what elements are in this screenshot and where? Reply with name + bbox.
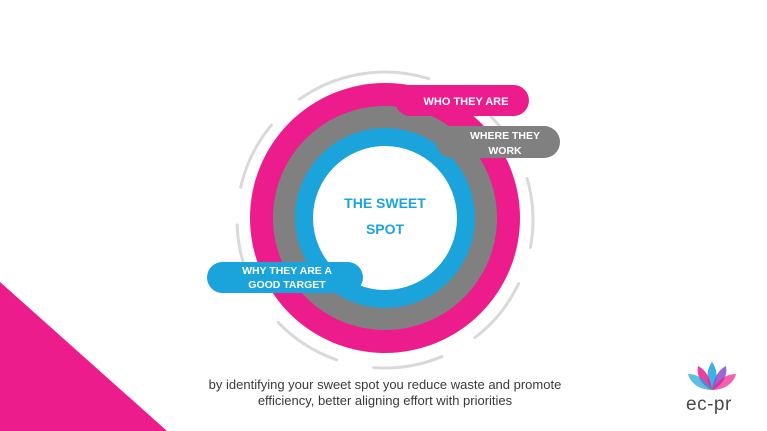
- center-circle: [313, 146, 457, 290]
- who-they-are-label: WHO THEY ARE: [424, 96, 509, 108]
- corner-accent-triangle: [0, 282, 167, 431]
- center-title-line1: THE SWEET: [344, 195, 426, 211]
- caption-line2: efficiency, better aligning effort with …: [257, 393, 513, 408]
- why-good-target-label-line1: WHY THEY ARE A: [242, 265, 332, 277]
- caption: by identifying your sweet spot you reduc…: [170, 377, 600, 409]
- outer-dashed-arcs: [235, 70, 535, 370]
- where-they-work-pill: [436, 126, 560, 158]
- where-they-work-label-line2: WORK: [488, 145, 522, 157]
- center-title-line2: SPOT: [366, 221, 405, 237]
- logo-wordmark: ec-pr: [686, 394, 732, 415]
- why-good-target-label-line2: GOOD TARGET: [248, 279, 326, 291]
- why-good-target-pill: [207, 262, 363, 293]
- lotus-logo-icon: [688, 362, 736, 390]
- caption-line1: by identifying your sweet spot you reduc…: [208, 377, 562, 392]
- where-they-work-label-line1: WHERE THEY: [470, 130, 540, 142]
- who-they-are-pill: [395, 85, 529, 116]
